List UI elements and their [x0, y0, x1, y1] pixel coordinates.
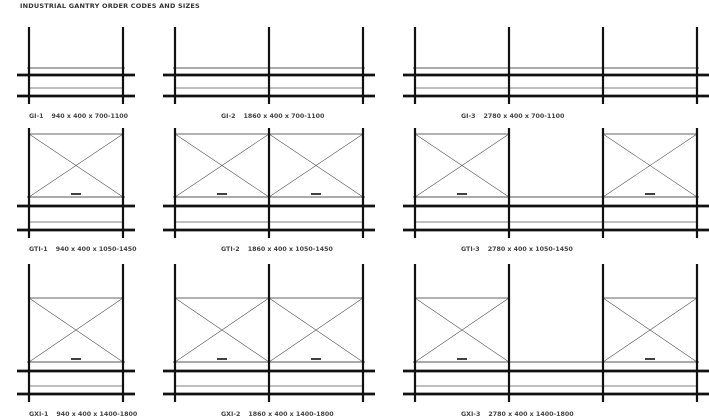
panel-brace: [268, 133, 364, 198]
panel-brace: [414, 297, 510, 363]
gantry-gti-2: GTI-2 1860 x 400 x 1050-1450: [163, 128, 375, 253]
caption: GI-2 1860 x 400 x 700-1100: [221, 113, 325, 120]
gantry-gi-3: GI-3 2780 x 400 x 700-1100: [403, 27, 709, 120]
caption: GI-1 940 x 400 x 700-1100: [29, 113, 129, 120]
order-code: GXI-2: [221, 411, 240, 418]
caption: GTI-3 2780 x 400 x 1050-1450: [461, 246, 574, 253]
gantry-gti-1: GTI-1 940 x 400 x 1050-1450: [17, 128, 137, 253]
order-code: GTI-1: [29, 246, 48, 253]
order-size: 2780 x 400 x 1400-1800: [488, 411, 574, 418]
panel-brace: [414, 133, 510, 198]
caption: GXI-2 1860 x 400 x 1400-1800: [221, 411, 334, 418]
gantry-gxi-1: GXI-1 940 x 400 x 1400-1800: [17, 264, 138, 418]
order-code: GXI-3: [461, 411, 480, 418]
order-size: 940 x 400 x 1050-1450: [56, 246, 137, 253]
order-size: 1860 x 400 x 1400-1800: [248, 411, 334, 418]
order-size: 940 x 400 x 700-1100: [52, 113, 129, 120]
order-size: 1860 x 400 x 1050-1450: [248, 246, 334, 253]
panel-brace: [174, 133, 270, 198]
gantry-gti-3: GTI-3 2780 x 400 x 1050-1450: [403, 128, 709, 253]
caption: GTI-1 940 x 400 x 1050-1450: [29, 246, 137, 253]
order-code: GTI-2: [221, 246, 240, 253]
order-size: 2780 x 400 x 700-1100: [484, 113, 565, 120]
caption: GXI-1 940 x 400 x 1400-1800: [29, 411, 138, 418]
panel-brace: [602, 133, 698, 198]
order-code: GTI-3: [461, 246, 480, 253]
panel-brace: [28, 133, 124, 198]
page-title: INDUSTRIAL GANTRY ORDER CODES AND SIZES: [20, 2, 200, 10]
caption: GTI-2 1860 x 400 x 1050-1450: [221, 246, 334, 253]
order-size: 2780 x 400 x 1050-1450: [488, 246, 574, 253]
caption: GI-3 2780 x 400 x 700-1100: [461, 113, 565, 120]
order-code: GI-1: [29, 113, 44, 120]
gantry-gi-2: GI-2 1860 x 400 x 700-1100: [163, 27, 375, 120]
caption: GXI-3 2780 x 400 x 1400-1800: [461, 411, 574, 418]
order-size: 940 x 400 x 1400-1800: [56, 411, 137, 418]
panel-brace: [268, 297, 364, 363]
panel-brace: [602, 297, 698, 363]
panel-brace: [174, 297, 270, 363]
order-code: GI-2: [221, 113, 236, 120]
panel-brace: [28, 297, 124, 363]
gantry-gi-1: GI-1 940 x 400 x 700-1100: [17, 27, 135, 120]
gantry-gxi-2: GXI-2 1860 x 400 x 1400-1800: [163, 264, 375, 418]
order-code: GI-3: [461, 113, 476, 120]
order-code: GXI-1: [29, 411, 48, 418]
order-size: 1860 x 400 x 700-1100: [244, 113, 325, 120]
gantry-gxi-3: GXI-3 2780 x 400 x 1400-1800: [403, 264, 709, 418]
